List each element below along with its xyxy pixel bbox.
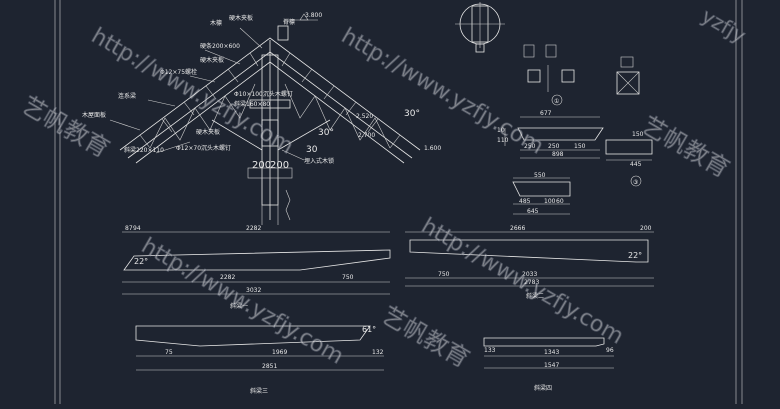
d4-dim-550: 550 bbox=[534, 172, 546, 179]
dim-a: 200 bbox=[252, 160, 271, 171]
d2-dim-10: 10 bbox=[497, 127, 505, 134]
b1-angle: 22° bbox=[134, 257, 148, 266]
watermark-brand-1: 艺帆教育 bbox=[17, 91, 114, 163]
watermark-brand-2: 艺帆教育 bbox=[637, 111, 734, 183]
b1-dim-94: 94 bbox=[133, 225, 141, 232]
b2-dim-2033: 2033 bbox=[522, 271, 537, 278]
d2-dim-110: 110 bbox=[497, 137, 509, 144]
elev-lower: 1.600 bbox=[424, 145, 441, 152]
b1-dim-3032: 3032 bbox=[246, 287, 261, 294]
label-embedded: 埋入式木锁 bbox=[304, 157, 334, 165]
d4-dim-60: 60 bbox=[556, 198, 564, 205]
d3-dim-445: 445 bbox=[630, 161, 642, 168]
b3-dim-75: 75 bbox=[165, 349, 173, 356]
roof-truss: 3.800 脊檩 木檩 硬木夹板 硬条200×600 Φ12×75螺栓 Φ10×… bbox=[82, 12, 441, 225]
b1-name: 斜梁一 bbox=[230, 302, 248, 310]
b4-dim-133: 133 bbox=[484, 347, 496, 354]
beam-1: 87 94 2282 2282 750 3032 斜梁一 22° bbox=[122, 225, 391, 310]
angle-left: 30° bbox=[404, 109, 420, 119]
label-ridge-member: 木檩 bbox=[210, 19, 222, 27]
b4-name: 斜梁四 bbox=[534, 384, 552, 392]
label-inclined-beam: 斜梁220×110 bbox=[124, 146, 164, 154]
beam-4: 133 1343 96 1547 斜梁四 bbox=[483, 337, 614, 392]
d2-dim-150: 150 bbox=[574, 143, 586, 150]
detail-3: 150 445 ③ bbox=[605, 131, 653, 187]
label-ridge: 脊檩 bbox=[283, 18, 295, 26]
b2-name: 斜梁二 bbox=[526, 292, 544, 300]
b2-dim-2666: 2666 bbox=[510, 225, 525, 232]
d2-dim-677: 677 bbox=[540, 110, 552, 117]
label-hardwood: 硬木夹板 bbox=[229, 14, 253, 22]
b3-dim-2851: 2851 bbox=[262, 363, 277, 370]
label-hoop-beam: 连系梁 bbox=[118, 92, 136, 100]
b3-name: 斜梁三 bbox=[250, 387, 268, 395]
label-bolt12b: Φ12×70沉头木螺钉 bbox=[176, 144, 231, 152]
elev-right: 2.700 bbox=[358, 132, 375, 139]
detail-2: 677 10 110 250 250 150 898 bbox=[497, 110, 604, 159]
d4-dim-100: 100 bbox=[544, 198, 556, 205]
b4-dim-1343: 1343 bbox=[544, 349, 559, 356]
beam-2: 2666 200 750 2033 2783 斜梁二 22° bbox=[405, 225, 654, 300]
b3-angle: 61° bbox=[362, 325, 376, 334]
b1-dim-2282b: 2282 bbox=[220, 274, 235, 281]
label-bolt12: Φ12×75螺栓 bbox=[160, 68, 197, 76]
beam-3: 75 1969 132 2851 斜梁三 61° bbox=[135, 325, 384, 395]
b2-angle: 22° bbox=[628, 251, 642, 260]
watermark: http://www.yzfjy.com http://www.yzfjy.co… bbox=[17, 3, 751, 373]
detail-3-label: ③ bbox=[633, 179, 638, 186]
d2-dim-898: 898 bbox=[552, 151, 564, 158]
label-rafter: 斜梁160×80 bbox=[234, 100, 270, 108]
watermark-url-4: http://www.yzfjy.com bbox=[417, 214, 628, 350]
watermark-brand-3: 艺帆教育 bbox=[377, 301, 474, 373]
label-hardwood3: 硬木夹板 bbox=[196, 128, 220, 136]
drawing-frame bbox=[54, 0, 743, 404]
dim-b: 200 bbox=[270, 160, 289, 171]
elev-mid: 2.520 bbox=[356, 113, 373, 120]
d2-dim-250b: 250 bbox=[548, 143, 560, 150]
d2-dim-250a: 250 bbox=[524, 143, 536, 150]
b3-dim-132: 132 bbox=[372, 349, 384, 356]
b4-dim-1547: 1547 bbox=[544, 362, 559, 369]
b2-dim-2783: 2783 bbox=[524, 279, 539, 286]
detail-1-label: ① bbox=[554, 98, 559, 105]
d4-dim-485: 485 bbox=[519, 198, 531, 205]
b1-dim-750: 750 bbox=[342, 274, 354, 281]
b2-dim-200: 200 bbox=[640, 225, 652, 232]
angle-right: 30° bbox=[318, 128, 334, 138]
detail-1: ① bbox=[455, 2, 640, 106]
label-hardwood2: 硬木夹板 bbox=[200, 56, 224, 64]
watermark-url-2: http://www.yzfjy.com bbox=[337, 24, 548, 160]
detail-4: 550 485 100 60 645 bbox=[512, 172, 571, 215]
b1-dim-2282a: 2282 bbox=[246, 225, 261, 232]
d3-dim-150: 150 bbox=[632, 131, 644, 138]
elev-top: 3.800 bbox=[305, 12, 322, 19]
b2-dim-750: 750 bbox=[438, 271, 450, 278]
label-roof-panel: 木屋面板 bbox=[82, 111, 106, 119]
d4-dim-645: 645 bbox=[527, 208, 539, 215]
b1-dim-87: 87 bbox=[125, 225, 133, 232]
dim-c: 30 bbox=[306, 145, 318, 155]
label-plank: 硬条200×600 bbox=[200, 42, 240, 50]
b4-dim-96: 96 bbox=[606, 347, 614, 354]
b3-dim-1969: 1969 bbox=[272, 349, 287, 356]
label-bolt10: Φ10×100沉头木螺钉 bbox=[234, 90, 293, 98]
